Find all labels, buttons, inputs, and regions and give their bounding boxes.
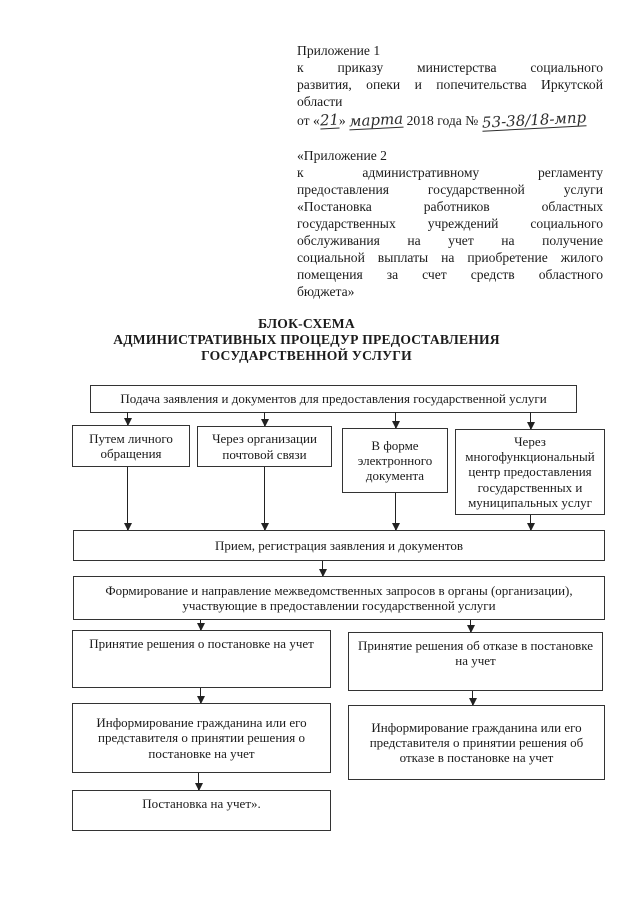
box-registered: Постановка на учет».: [72, 790, 331, 831]
arrow-submit-to-mail: [260, 412, 269, 427]
page-title: БЛОК-СХЕМА АДМИНИСТРАТИВНЫХ ПРОЦЕДУР ПРЕ…: [0, 316, 613, 364]
date-year-part: 2018 года №: [406, 113, 479, 128]
appendix1-body-line: области: [297, 94, 343, 109]
arrow-submit-to-electronic: [391, 412, 400, 429]
appendix2-body-line: обслуживания на учет на получение: [297, 233, 603, 248]
appendix1-body-line: развития, опеки и попечительства Иркутск…: [297, 77, 603, 92]
page-title-line: ГОСУДАРСТВЕННОЙ УСЛУГИ: [201, 348, 412, 363]
appendix2-body-line: государственных учреждений социального: [297, 216, 603, 231]
handwritten-month: марта: [348, 109, 404, 131]
appendix2-body-line: бюджета»: [297, 284, 355, 299]
appendix1-body-line: к приказу министерства социального: [297, 60, 603, 75]
arrow-mail-to-reception: [260, 467, 269, 531]
box-submit-application: Подача заявления и документов для предос…: [90, 385, 577, 413]
appendix2-heading: «Приложение 2: [297, 148, 387, 163]
arrow-inform-to-registered: [194, 773, 203, 791]
page-title-line: БЛОК-СХЕМА: [258, 316, 355, 331]
box-channel-electronic: В форме электронного документа: [342, 428, 448, 493]
arrow-interagency-to-reject: [466, 620, 475, 633]
handwritten-order-number: 53-38/18-мпр: [481, 108, 587, 132]
box-reception: Прием, регистрация заявления и документо…: [73, 530, 605, 561]
arrow-personal-to-reception: [123, 467, 132, 531]
appendix1-block: Приложение 1 к приказу министерства соци…: [297, 42, 603, 132]
box-inform-reject: Информирование гражданина или его предст…: [348, 705, 605, 780]
arrow-reject-to-inform: [468, 691, 477, 706]
date-prefix: от «: [297, 113, 320, 128]
date-close-quote: »: [338, 113, 346, 128]
arrow-electronic-to-reception: [391, 493, 400, 531]
appendix2-body-line: к административному регламенту: [297, 165, 603, 180]
box-channel-mfc: Через многофункциональный центр предоста…: [455, 429, 605, 515]
appendix2-body-line: «Постановка работников областных: [297, 199, 603, 214]
handwritten-day: 21: [319, 110, 340, 130]
arrow-submit-to-personal: [123, 412, 132, 426]
box-interagency-requests: Формирование и направление межведомствен…: [73, 576, 605, 620]
order-date-line: от «21» марта 2018 года № 53-38/18-мпр: [297, 108, 603, 132]
box-decision-accept: Принятие решения о постановке на учет: [72, 630, 331, 688]
arrow-accept-to-inform: [196, 688, 205, 704]
arrow-submit-to-mfc: [526, 412, 535, 430]
box-channel-mail: Через организации почтовой связи: [197, 426, 332, 467]
box-decision-reject: Принятие решения об отказе в постановке …: [348, 632, 603, 691]
box-inform-accept: Информирование гражданина или его предст…: [72, 703, 331, 773]
box-channel-personal: Путем личного обращения: [72, 425, 190, 467]
appendix2-block: «Приложение 2 к административному реглам…: [297, 147, 603, 300]
arrow-reception-to-interagency: [318, 561, 327, 577]
appendix1-heading: Приложение 1: [297, 43, 381, 58]
appendix2-body-line: помещения за счет средств областного: [297, 267, 603, 282]
page-title-line: АДМИНИСТРАТИВНЫХ ПРОЦЕДУР ПРЕДОСТАВЛЕНИЯ: [113, 332, 500, 347]
appendix2-body-line: предоставления государственной услуги: [297, 182, 603, 197]
appendix2-body-line: социальной выплаты на приобретение жилог…: [297, 250, 603, 265]
arrow-mfc-to-reception: [526, 515, 535, 531]
arrow-interagency-to-accept: [196, 620, 205, 631]
